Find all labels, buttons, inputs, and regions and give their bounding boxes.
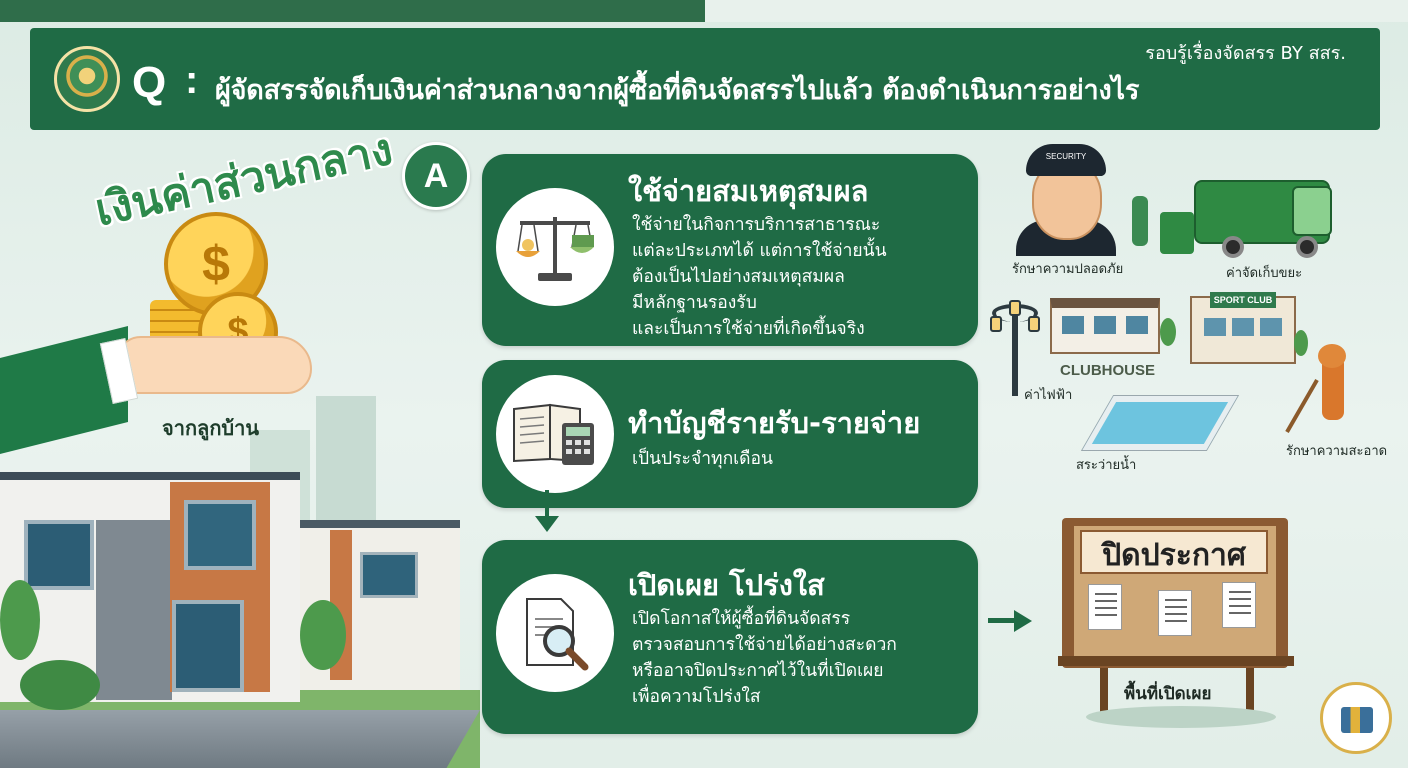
card-line: ต้องเป็นไปอย่างสมเหตุสมผล	[632, 267, 845, 287]
main-house-window	[184, 500, 256, 570]
clubhouse-window	[1126, 316, 1148, 334]
question-letter: Q	[132, 58, 167, 107]
card-line: และเป็นการใช้จ่ายที่เกิดขึ้นจริง	[632, 319, 865, 339]
card-line: แต่ละประเภทได้ แต่การใช้จ่ายนั้น	[632, 241, 887, 261]
pool-label: สระว่ายน้ำ	[1076, 458, 1137, 473]
card-line: ตรวจสอบการใช้จ่ายได้อย่างสะดวก	[632, 635, 897, 655]
document-magnifier-icon	[496, 574, 614, 692]
notice-paper-icon	[1088, 584, 1122, 630]
wheel-icon	[1296, 236, 1318, 258]
card-body: เป็นประจำทุกเดือน	[632, 446, 773, 472]
answer-card-transparency: เปิดเผย โปร่งใส เปิดโอกาสให้ผู้ซื้อที่ดิ…	[482, 540, 978, 734]
clubhouse-label: CLUBHOUSE	[1060, 362, 1156, 379]
board-shelf	[1058, 656, 1294, 666]
card-line: เปิดโอกาสให้ผู้ซื้อที่ดินจัดสรร	[632, 609, 851, 629]
road	[0, 710, 481, 768]
question-text: ผู้จัดสรรจัดเก็บเงินค่าส่วนกลางจากผู้ซื้…	[215, 75, 1140, 106]
cleaner-icon	[1322, 356, 1344, 420]
card-line: เป็นประจำทุกเดือน	[632, 449, 773, 469]
card-body: ใช้จ่ายในกิจการบริการสาธารณะ แต่ละประเภท…	[632, 212, 887, 342]
question-colon: :	[185, 58, 199, 102]
garbage-label: ค่าจัดเก็บขยะ	[1226, 266, 1303, 281]
flow-arrow-right-head	[1014, 610, 1032, 632]
cleaner-head	[1318, 344, 1346, 368]
department-seal-icon	[54, 46, 120, 112]
wheel-icon	[1222, 236, 1244, 258]
notice-paper-icon	[1158, 590, 1192, 636]
trash-bin-icon	[1160, 212, 1194, 254]
ledger-calculator-icon	[496, 375, 614, 493]
swimming-pool-icon	[1082, 396, 1238, 450]
card-line: มีหลักฐานรองรับ	[632, 293, 757, 313]
answer-badge: A	[402, 142, 470, 210]
garbage-truck-cab	[1292, 186, 1332, 236]
notice-board-title: ปิดประกาศ	[1102, 538, 1246, 573]
series-label: รอบรู้เรื่องจัดสรร BY สสร.	[1145, 43, 1346, 64]
street-lamp-icon	[1012, 316, 1018, 396]
tree-icon	[1160, 318, 1176, 346]
flow-arrow-right	[988, 618, 1018, 623]
main-house-door	[172, 600, 244, 692]
tree-icon	[300, 600, 346, 670]
sport-club-window	[1260, 318, 1282, 336]
lamp-bulb	[990, 316, 1002, 332]
clubhouse-window	[1094, 316, 1116, 334]
side-house-window	[360, 552, 418, 598]
flow-arrow-down	[545, 490, 549, 520]
sport-club-window	[1204, 318, 1226, 336]
notice-paper-icon	[1222, 582, 1256, 628]
broom-icon	[1285, 379, 1319, 433]
board-leg	[1246, 664, 1254, 716]
tree-icon	[0, 580, 40, 660]
security-label: รักษาความปลอดภัย	[1012, 262, 1124, 277]
security-cap: SECURITY	[1026, 144, 1106, 176]
sport-club-window	[1232, 318, 1254, 336]
main-house-window	[24, 520, 94, 590]
board-title-plate	[1080, 530, 1268, 574]
lamp-bulb	[1028, 316, 1040, 332]
clubhouse-window	[1062, 316, 1084, 334]
board-leg	[1100, 664, 1108, 716]
card-line: หรืออาจปิดประกาศไว้ในที่เปิดเผย	[632, 661, 884, 681]
garbage-worker-icon	[1132, 196, 1148, 246]
open-hand-icon	[116, 336, 312, 394]
card-line: ใช้จ่ายในกิจการบริการสาธารณะ	[632, 215, 881, 235]
lamp-bulb	[1009, 300, 1021, 316]
cleaning-label: รักษาความสะอาด	[1286, 444, 1388, 459]
main-house-column	[96, 520, 172, 700]
answer-card-reasonable-spending: ใช้จ่ายสมเหตุสมผล ใช้จ่ายในกิจการบริการส…	[482, 154, 978, 346]
organization-logo-icon	[1320, 682, 1392, 754]
card-body: เปิดโอกาสให้ผู้ซื้อที่ดินจัดสรร ตรวจสอบก…	[632, 606, 897, 710]
card-title: ทำบัญชีรายรับ-รายจ่าย	[628, 406, 921, 440]
scale-icon	[496, 188, 614, 306]
coin-symbol: $	[202, 236, 230, 292]
flow-arrow-down-head	[535, 516, 559, 532]
top-strip-light	[705, 0, 1408, 22]
card-line: เพื่อความโปร่งใส	[632, 687, 761, 707]
from-residents-label: จากลูกบ้าน	[162, 416, 260, 440]
question-banner	[30, 28, 1380, 130]
card-title: ใช้จ่ายสมเหตุสมผล	[628, 174, 869, 208]
sport-club-sign: SPORT CLUB	[1210, 292, 1276, 308]
public-area-label: พื้นที่เปิดเผย	[1124, 684, 1212, 704]
electricity-label: ค่าไฟฟ้า	[1024, 388, 1073, 403]
answer-card-bookkeeping: ทำบัญชีรายรับ-รายจ่าย เป็นประจำทุกเดือน	[482, 360, 978, 508]
card-title: เปิดเผย โปร่งใส	[628, 568, 825, 602]
board-base	[1086, 706, 1276, 728]
tree-icon	[20, 660, 100, 710]
tree-icon	[1294, 330, 1308, 356]
